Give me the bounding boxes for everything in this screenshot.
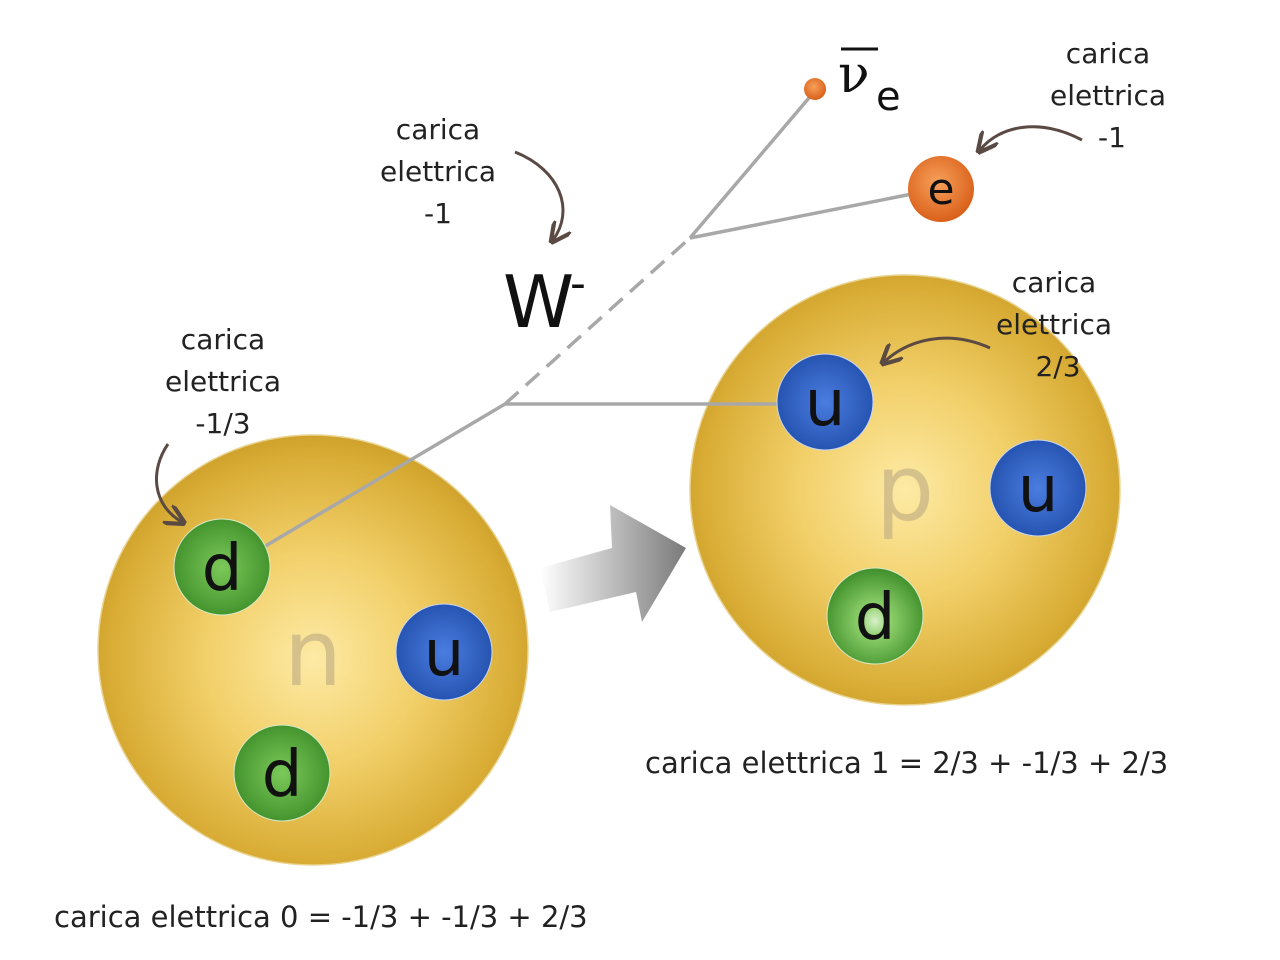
w-boson-superscript: - (570, 258, 586, 309)
antineutrino-subscript: e (876, 74, 901, 120)
proton-charge-equation: carica elettrica 1 = 2/3 + -1/3 + 2/3 (645, 746, 1168, 780)
neutron-label: n (284, 600, 342, 707)
note-line: -1 (424, 197, 452, 230)
proton-quark-u-1 (776, 353, 874, 451)
neutron-charge-equation: carica elettrica 0 = -1/3 + -1/3 + 2/3 (54, 900, 588, 934)
neutron-quark-u (395, 603, 493, 701)
electron-note-arrow (980, 125, 1083, 150)
neutron-quark-d-2-label: d (262, 738, 303, 812)
w-boson-note-arrow (514, 150, 563, 240)
electron-label: e (927, 164, 954, 215)
proton-quark-d (826, 567, 924, 665)
proton-quark-u-2-label: u (1018, 453, 1059, 527)
proton-u-charge-note: carica elettrica 2/3 (996, 266, 1112, 383)
w-boson-propagator (503, 236, 692, 406)
note-line: 2/3 (1035, 350, 1080, 383)
neutron-quark-u-label: u (424, 617, 465, 691)
w-boson-charge-note: carica elettrica -1 (380, 113, 496, 230)
note-line: elettrica (165, 365, 281, 398)
electron-line (689, 192, 913, 240)
d-quark-emission-line (261, 402, 506, 550)
proton-quark-u-2 (989, 439, 1087, 537)
note-line: elettrica (380, 155, 496, 188)
proton-quark-d-label: d (855, 581, 896, 655)
note-line: carica (181, 323, 265, 356)
proton-quark-u-1-label: u (805, 367, 846, 441)
note-line: -1 (1098, 121, 1126, 154)
antineutrino-line (688, 90, 816, 240)
antineutrino-particle (804, 78, 826, 100)
electron-particle (908, 156, 974, 222)
neutron-d-note-arrow (155, 443, 182, 522)
note-line: carica (1012, 266, 1096, 299)
note-line: -1/3 (195, 407, 250, 440)
proton-label: p (876, 435, 934, 542)
note-line: elettrica (1050, 79, 1166, 112)
neutron-quark-d-1 (173, 518, 271, 616)
antineutrino-symbol: ν (838, 45, 870, 105)
note-line: carica (1066, 37, 1150, 70)
w-boson-symbol: W (503, 260, 574, 344)
neutron-quark-d-2 (233, 724, 331, 822)
transition-arrow (540, 505, 686, 622)
neutron-quark-d-1-label: d (202, 532, 243, 606)
neutron-d-charge-note: carica elettrica -1/3 (165, 323, 281, 440)
proton-u-note-arrow (884, 336, 991, 362)
electron-charge-note: carica elettrica -1 (1050, 37, 1166, 154)
note-line: carica (396, 113, 480, 146)
note-line: elettrica (996, 308, 1112, 341)
